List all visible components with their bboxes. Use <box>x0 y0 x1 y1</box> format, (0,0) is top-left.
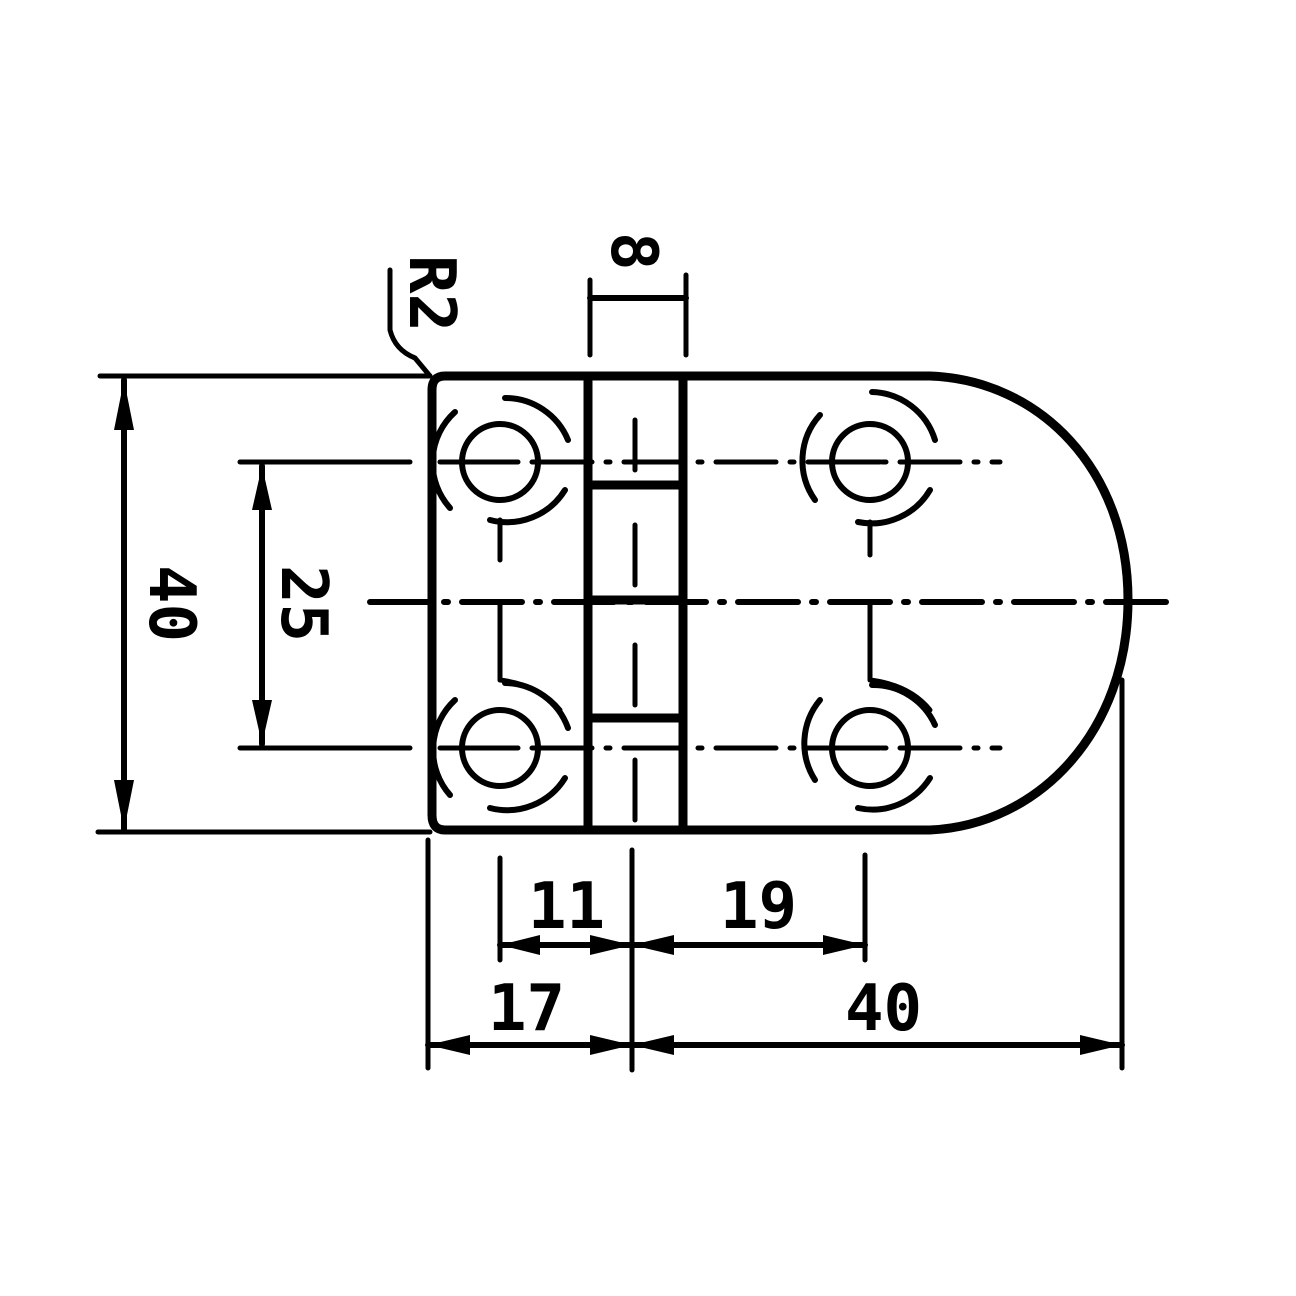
mounting-hole-bottom-right <box>801 602 938 813</box>
dimension-knuckle-width: 8 <box>587 232 689 358</box>
hole-offset-left-label: 11 <box>528 870 605 944</box>
dimension-overall-height: 40 <box>95 373 433 835</box>
hole-spacing-label: 25 <box>266 565 340 642</box>
right-leaf-width-label: 40 <box>845 972 922 1046</box>
dimension-hole-offsets: 11 19 <box>497 847 868 1073</box>
center-lines <box>237 459 1183 751</box>
mounting-hole-bottom-left <box>430 602 571 814</box>
radius-callout: R2 <box>387 255 468 379</box>
hole-offset-right-label: 19 <box>720 870 797 944</box>
left-leaf-width-label: 17 <box>488 972 565 1046</box>
hinge-outline <box>427 371 1133 835</box>
mounting-hole-top-left <box>429 394 571 563</box>
dimension-hole-spacing: 25 <box>252 463 340 747</box>
mounting-hole-top-right <box>799 389 938 558</box>
overall-height-label: 40 <box>134 565 208 642</box>
radius-label: R2 <box>394 255 468 332</box>
knuckle-width-label: 8 <box>596 232 670 271</box>
dimension-leaf-widths: 17 40 <box>425 677 1125 1071</box>
